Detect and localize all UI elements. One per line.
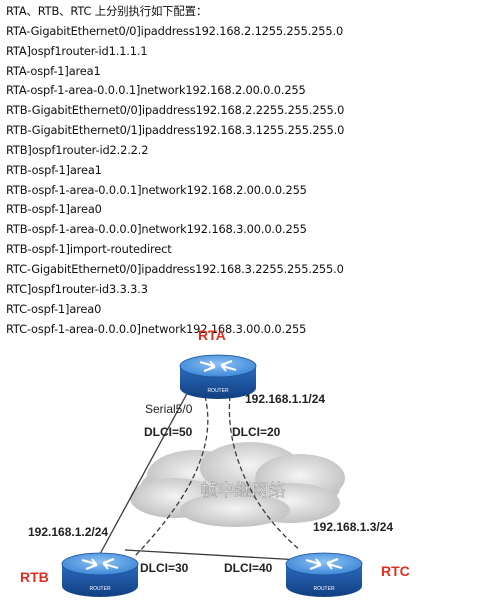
rta-dlci-right: DLCI=20 — [232, 425, 281, 439]
config-line: RTA-ospf-1-area-0.0.0.1]network192.168.2… — [6, 83, 306, 98]
config-line: RTB-ospf-1-area-0.0.0.0]network192.168.3… — [6, 222, 307, 237]
router-rta: ROUTER — [179, 354, 257, 399]
rta-name: RTA — [198, 327, 226, 343]
rtb-dlci: DLCI=30 — [140, 561, 189, 575]
config-line: RTC-GigabitEthernet0/0]ipaddress192.168.… — [6, 261, 344, 276]
router-badge: ROUTER — [89, 586, 111, 592]
config-line: RTA-GigabitEthernet0/0]ipaddress192.168.… — [6, 23, 344, 38]
rtb-ip: 192.168.1.2/24 — [28, 525, 108, 539]
config-line: RTB-ospf-1-area-0.0.0.1]network192.168.2… — [6, 182, 307, 197]
links — [99, 387, 301, 561]
config-line: RTB-ospf-1]area1 — [6, 162, 102, 177]
config-line: RTC-ospf-1]area0 — [6, 301, 102, 316]
config-line: RTA、RTB、RTC 上分别执行如下配置： — [6, 4, 208, 18]
config-line: RTB-GigabitEthernet0/0]ipaddress192.168.… — [6, 103, 345, 118]
rtc-name: RTC — [381, 563, 410, 579]
config-line: RTA-ospf-1]area1 — [6, 63, 101, 78]
config-text-block: RTA、RTB、RTC 上分别执行如下配置： RTA-GigabitEtherne… — [6, 2, 486, 339]
router-badge: ROUTER — [313, 586, 335, 592]
router-arrows-icon — [199, 360, 237, 372]
router-arrows-icon — [305, 558, 343, 570]
config-line: RTB-GigabitEthernet0/1]ipaddress192.168.… — [6, 123, 345, 138]
config-line: RTA]ospf1router-id1.1.1.1 — [6, 43, 148, 58]
router-rtc: ROUTER — [285, 552, 363, 597]
link-rta-rtb — [99, 387, 191, 555]
config-line: RTB-ospf-1]area0 — [6, 202, 102, 217]
cloud-label: 帧中继网络 — [201, 481, 286, 501]
pvc-rta-rtc — [228, 395, 301, 551]
rtb-name: RTB — [20, 569, 49, 585]
rta-ip: 192.168.1.1/24 — [245, 392, 325, 406]
frame-relay-topology: 帧中继网络 ROUTER ROUTER — [20, 327, 410, 597]
link-rtb-rtc — [124, 549, 301, 561]
config-line: RTC-ospf-1-area-0.0.0.0]network192.168.3… — [6, 321, 307, 336]
rta-dlci-left: DLCI=50 — [144, 425, 193, 439]
rta-interface: Serial5/0 — [145, 402, 193, 416]
rtc-dlci: DLCI=40 — [224, 561, 273, 575]
router-rtb: ROUTER — [61, 552, 139, 597]
frame-relay-cloud: 帧中继网络 — [130, 442, 345, 527]
rtc-ip: 192.168.1.3/24 — [313, 520, 393, 534]
config-line: RTB-ospf-1]import-routedirect — [6, 242, 172, 257]
router-badge: ROUTER — [207, 388, 229, 394]
router-arrows-icon — [81, 558, 119, 570]
config-line: RTC]ospf1router-id3.3.3.3 — [6, 281, 148, 296]
config-line: RTB]ospf1router-id2.2.2.2 — [6, 142, 149, 157]
